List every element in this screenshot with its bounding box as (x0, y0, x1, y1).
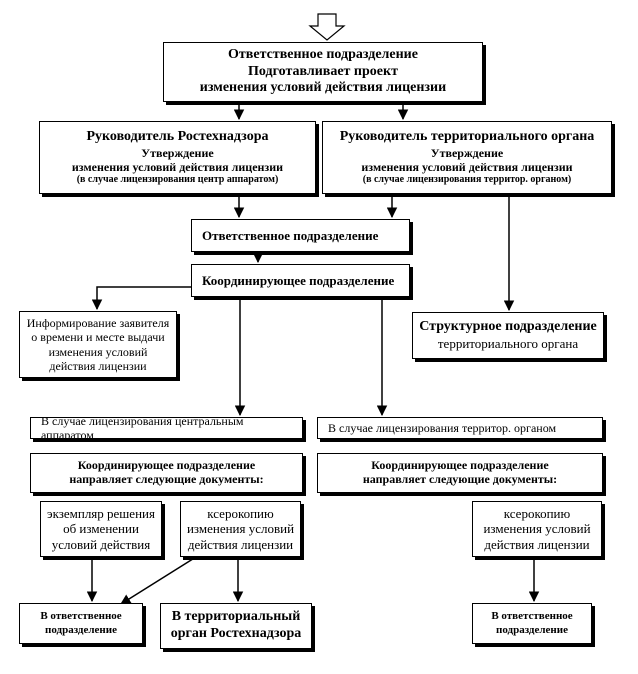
structural-line2: территориального органа (437, 336, 579, 352)
doc-copy-right-box: ксерокопию изменения условий действия ли… (472, 501, 602, 557)
doc-decision-line1: экземпляр решения (47, 505, 155, 521)
doc-copy-left-line3: действия лицензии (187, 536, 294, 552)
dest-left-box: В ответственное подразделение (19, 603, 143, 644)
top-line1: Ответственное подразделение (228, 46, 418, 62)
case-territorial-box: В случае лицензирования территор. органо… (317, 417, 603, 439)
coord-left-line1: Координирующее подразделение (77, 458, 256, 472)
doc-copy-right-line2: изменения условий (483, 521, 591, 537)
head-central-line3: изменения условий действия лицензии (71, 159, 284, 174)
case-territorial-label: В случае лицензирования территор. органо… (328, 420, 557, 435)
coord-left-line2: направляет следующие документы: (69, 472, 264, 487)
head-central-title: Руководитель Ростехнадзора (86, 128, 269, 144)
coord-left-box: Координирующее подразделение направляет … (30, 453, 303, 493)
head-territorial-note: (в случае лицензирования территор. орган… (362, 174, 572, 186)
doc-decision-line3: условий действия (51, 536, 151, 552)
head-central-box: Руководитель Ростехнадзора Утверждение и… (39, 121, 316, 194)
head-territorial-line3: изменения условий действия лицензии (361, 159, 573, 174)
inform-line1: Информирование заявителя (26, 315, 170, 330)
head-territorial-line2: Утверждение (430, 145, 504, 160)
head-central-note: (в случае лицензирования центр аппаратом… (76, 174, 279, 186)
coord-right-line2: направляет следующие документы: (362, 472, 558, 487)
doc-decision-box: экземпляр решения об изменении условий д… (40, 501, 162, 557)
inform-line4: действия лицензии (49, 358, 147, 373)
entry-arrow (308, 13, 346, 41)
dest-territorial-line2: орган Ростехнадзора (170, 626, 302, 641)
dest-left-line1: В ответственное (40, 610, 122, 623)
top-box: Ответственное подразделение Подготавлива… (163, 42, 483, 102)
coordinating-label: Координирующее подразделение (202, 272, 395, 288)
dest-right-line2: подразделение (496, 623, 568, 636)
top-line2: Подготавливает проект (248, 63, 398, 79)
inform-line2: о времени и месте выдачи (31, 330, 165, 345)
dest-right-box: В ответственное подразделение (472, 603, 592, 644)
inform-line3: изменения условий (48, 344, 148, 359)
doc-copy-left-line2: изменения условий (186, 521, 295, 537)
dest-left-line2: подразделение (45, 623, 117, 636)
case-central-box: В случае лицензирования центральным аппа… (30, 414, 303, 442)
dest-territorial-line1: В территориальный (171, 609, 301, 625)
arrow-copy-to-dest-left (120, 556, 197, 605)
dest-territorial-box: В территориальный орган Ростехнадзора (160, 603, 312, 649)
doc-copy-right-line3: действия лицензии (484, 536, 590, 552)
doc-copy-right-line1: ксерокопию (503, 505, 571, 521)
head-territorial-title: Руководитель территориального органа (339, 128, 595, 144)
responsible-box: Ответственное подразделение (191, 219, 410, 252)
doc-copy-left-line1: ксерокопию (207, 505, 274, 521)
dest-right-line1: В ответственное (491, 610, 573, 623)
structural-box: Структурное подразделение территориально… (412, 312, 604, 359)
doc-copy-left-box: ксерокопию изменения условий действия ли… (180, 501, 301, 557)
structural-line1: Структурное подразделение (419, 319, 597, 335)
responsible-label: Ответственное подразделение (202, 227, 379, 243)
arrow-coordinating-to-inform (91, 286, 191, 311)
inform-box: Информирование заявителя о времени и мес… (19, 311, 177, 378)
coord-right-box: Координирующее подразделение направляет … (317, 453, 603, 493)
doc-decision-line2: об изменении (63, 521, 139, 537)
coordinating-box: Координирующее подразделение (191, 264, 410, 297)
coord-right-line1: Координирующее подразделение (371, 458, 549, 472)
top-line3: изменения условий действия лицензии (199, 80, 447, 96)
case-central-label: В случае лицензирования центральным аппа… (41, 413, 244, 442)
head-central-line2: Утверждение (141, 145, 214, 160)
head-territorial-box: Руководитель территориального органа Утв… (322, 121, 612, 194)
